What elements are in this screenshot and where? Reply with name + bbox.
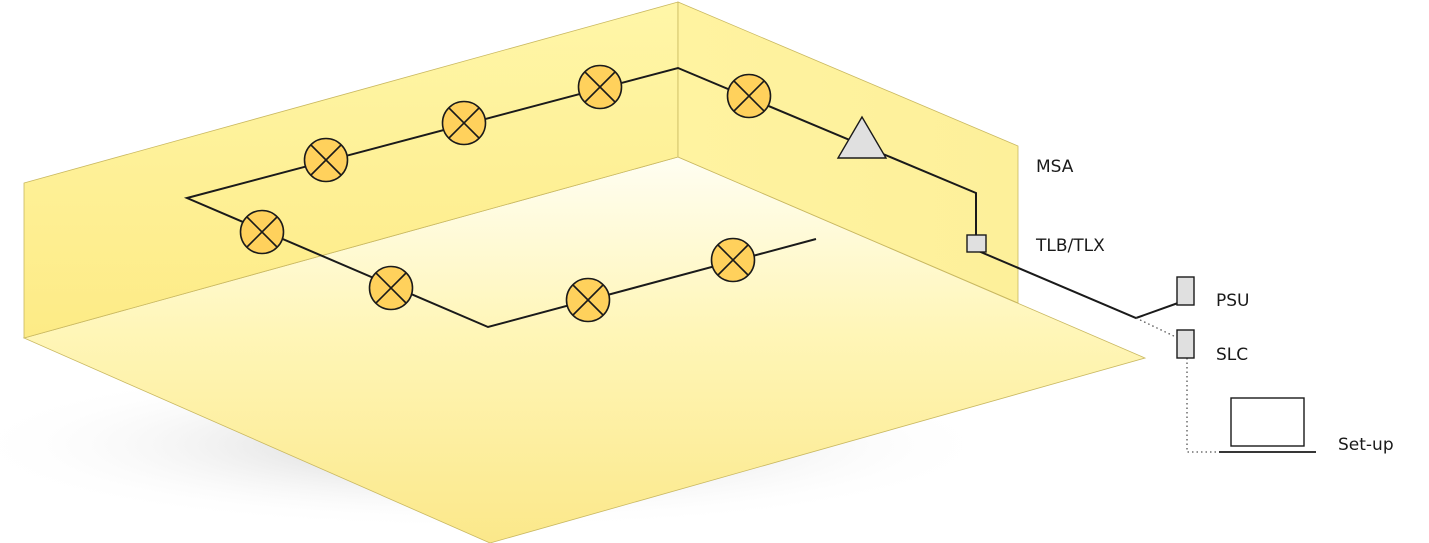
luminaire-cross-circle-icon bbox=[577, 64, 623, 110]
slc-label: SLC bbox=[1216, 345, 1248, 365]
triangle-sensor-icon bbox=[836, 115, 888, 159]
luminaire-cross-circle-icon bbox=[239, 209, 285, 255]
slc-device bbox=[1176, 329, 1195, 359]
luminaire-cross-circle-icon bbox=[726, 73, 772, 119]
psu-device bbox=[1176, 276, 1195, 306]
luminaire-cross-circle-icon bbox=[368, 265, 414, 311]
setup-dotted-link bbox=[1186, 358, 1219, 453]
square-module-icon bbox=[966, 234, 987, 253]
psu-label: PSU bbox=[1216, 291, 1250, 311]
luminaire-cross-circle-icon bbox=[441, 100, 487, 146]
slc-dotted-link bbox=[1135, 317, 1179, 339]
tlb-tlx-label: TLB/TLX bbox=[1035, 236, 1105, 256]
msa-label: MSA bbox=[1036, 157, 1074, 177]
laptop-icon bbox=[1219, 397, 1316, 453]
luminaire-cross-circle-icon bbox=[565, 277, 611, 323]
luminaire-cross-circle-icon bbox=[303, 137, 349, 183]
luminaire-wiring bbox=[183, 66, 977, 329]
luminaire-cross-circle-icon bbox=[710, 237, 756, 283]
setup-label: Set-up bbox=[1338, 435, 1394, 455]
